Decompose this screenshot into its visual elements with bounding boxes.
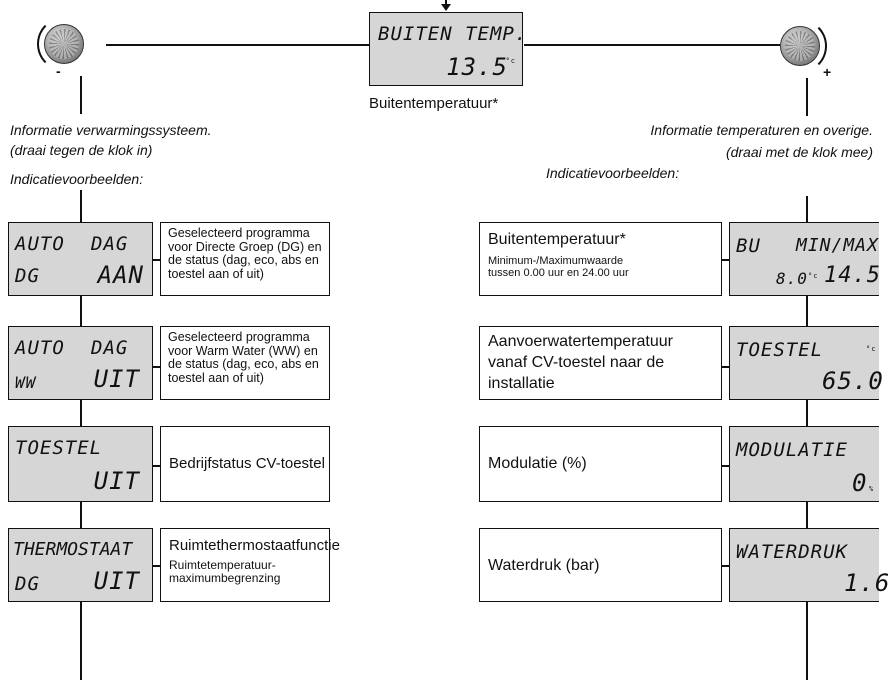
down-arrow-icon [441,4,451,11]
display-unit: °c [505,57,516,65]
lcd-bottom-right: UIT [93,467,140,495]
lcd-top-right: DAG [91,337,129,359]
lcd-unit: % [869,485,875,493]
left-desc-1: Geselecteerd programma voor Directe Groe… [160,222,330,296]
right-connector-3 [722,465,729,467]
left-lcd-3: TOESTEL UIT [8,426,153,502]
lcd-top-left: MODULATIE [736,439,848,461]
right-examples-label: Indicatievoorbeelden: [546,165,680,181]
left-connector-1 [153,259,160,261]
left-heading-line1: Informatie verwarmingssysteem. [10,122,212,138]
left-lcd-2: AUTO DAG WW UIT [8,326,153,400]
right-desc-2: Aanvoerwatertemperatuur vanaf CV-toestel… [479,326,722,400]
display-value: 13.5 [446,53,508,81]
left-rotation-arrow-icon [37,17,91,71]
lcd-top-left: TOESTEL [736,339,824,361]
right-connector-2 [722,366,729,368]
left-rotary-knob[interactable] [44,24,84,64]
top-connector-right [524,44,780,46]
right-lcd-3: MODULATIE 0 % [729,426,879,502]
lcd-bottom-right: 65.0 [822,367,884,395]
right-desc-4: Waterdruk (bar) [479,528,722,602]
right-heading-line1: Informatie temperaturen en overige. [650,122,873,138]
left-lcd-4: THERMOSTAAT DG UIT [8,528,153,602]
lcd-top-left: TOESTEL [15,437,103,459]
right-desc-1: Buitentemperatuur* Minimum-/Maximumwaard… [479,222,722,296]
lcd-bottom-right: 14.5 [824,263,881,288]
lcd-top-left: AUTO [15,337,65,359]
lcd-bottom-right: UIT [93,567,140,595]
right-rotary-knob[interactable] [780,26,820,66]
lcd-bottom-left: DG [15,265,40,287]
left-spine-upper [80,76,82,114]
lcd-bottom-right: 1.6 [844,569,890,597]
left-desc-2: Geselecteerd programma voor Warm Water (… [160,326,330,400]
right-lcd-1: BU MIN/MAX 8.0 °c 14.5 [729,222,881,296]
lcd-top-right: DAG [91,233,129,255]
lcd-bottom-right: UIT [93,365,140,393]
lcd-top-left: THERMOSTAAT [13,539,133,560]
lcd-bottom-right: 0 [852,469,868,497]
lcd-top-left: WATERDRUK [736,541,848,563]
right-rotation-arrow-icon [773,19,827,73]
display-line-1: BUITEN TEMP. [378,23,528,45]
lcd-bottom-left-unit: °c [808,272,819,280]
left-examples-label: Indicatievoorbeelden: [10,171,144,187]
right-lcd-2: TOESTEL °c 65.0 [729,326,883,400]
right-heading-line2: (draai met de klok mee) [725,144,873,160]
left-lcd-1: AUTO DAG DG AAN [8,222,153,296]
right-spine-upper [806,78,808,116]
left-knob-sign: - [56,63,61,79]
lcd-unit: °c [866,345,877,353]
left-connector-2 [153,366,160,368]
right-desc-3: Modulatie (%) [479,426,722,502]
lcd-bottom-left: WW [15,373,37,392]
left-heading-line2: (draai tegen de klok in) [10,142,153,158]
left-connector-3 [153,465,160,467]
right-connector-1 [722,259,729,261]
lcd-top-right: MIN/MAX [796,235,879,256]
right-knob-sign: + [823,64,832,80]
outside-temp-caption: Buitentemperatuur* [369,95,499,112]
outside-temp-display: BUITEN TEMP. 13.5 °c [369,12,526,86]
lcd-top-left: AUTO [15,233,65,255]
right-lcd-4: WATERDRUK 1.6 [729,528,889,602]
lcd-bottom-left: DG [15,573,40,595]
lcd-bottom-right: AAN [97,261,144,289]
lcd-top-left: BU [736,235,761,257]
left-desc-4: Ruimtethermostaatfunctie Ruimtetemperatu… [160,528,340,602]
right-connector-4 [722,565,729,567]
lcd-bottom-left: 8.0 [776,269,808,288]
left-connector-4 [153,565,160,567]
left-desc-3: Bedrijfstatus CV-toestel [160,426,330,502]
top-connector-left [106,44,369,46]
